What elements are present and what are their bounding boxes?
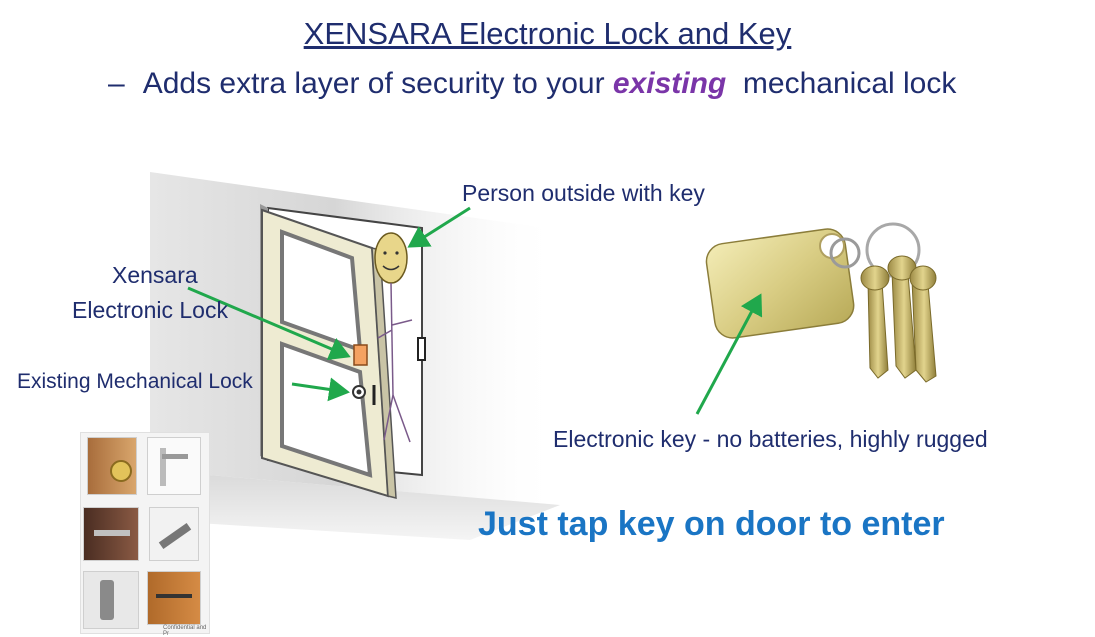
subtitle-dash: – [108, 67, 125, 100]
subtitle-emphasis: existing [612, 67, 727, 100]
slide-title: XENSARA Electronic Lock and Key [303, 16, 792, 51]
electronic-key-icon [705, 222, 937, 383]
call-to-action: Just tap key on door to enter [478, 505, 945, 543]
slide-subtitle: –Adds extra layer of security to your ex… [108, 67, 956, 101]
floor-shape [150, 470, 560, 540]
label-xensara-line1: Xensara [112, 262, 198, 288]
electronic-lock-icon [353, 344, 368, 366]
label-person-outside: Person outside with key [462, 180, 705, 206]
subtitle-text-after: mechanical lock [726, 67, 957, 100]
door-strike-plate [417, 337, 426, 361]
arrow-to-person [407, 206, 471, 248]
door-lower-inset [280, 341, 373, 478]
arrow-to-mechanical-lock [291, 377, 350, 402]
label-electronic-key: Electronic key - no batteries, highly ru… [553, 426, 988, 452]
deadbolt-photo-icon [87, 437, 137, 495]
barrel-bolt-photo-icon [83, 507, 139, 561]
label-xensara-line2: Electronic Lock [72, 297, 228, 323]
label-existing-lock: Existing Mechanical Lock [17, 370, 253, 393]
door-chain-photo-icon [147, 571, 201, 625]
thumbnail-footnote: Confidential and Pr [163, 625, 207, 637]
existing-locks-thumbnails: Confidential and Pr [80, 432, 210, 637]
lever-latch-photo-icon [83, 571, 139, 629]
stick-person-icon [374, 232, 413, 443]
subtitle-text-before: Adds extra layer of security to your [142, 67, 613, 100]
arrow-to-key [695, 293, 763, 415]
lever-handle-photo-icon [147, 437, 201, 495]
arrow-to-electronic-lock [187, 286, 351, 361]
latch-photo-icon [149, 507, 199, 561]
